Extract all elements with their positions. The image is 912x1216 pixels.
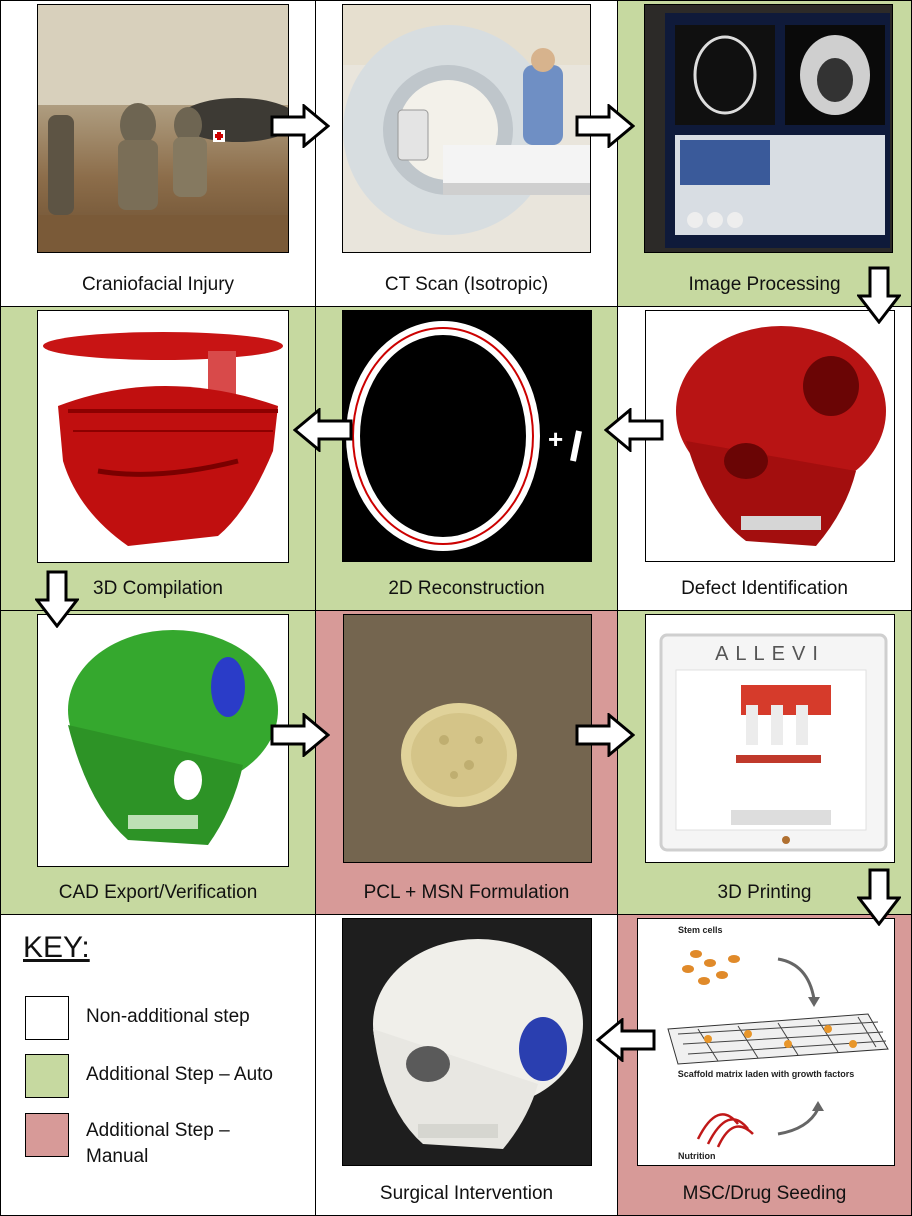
red-skull-render (645, 310, 895, 562)
skull-implant-photo (342, 918, 592, 1166)
scaffold-label: Scaffold matrix laden with growth factor… (638, 1069, 894, 1079)
arrow-left-icon (596, 1018, 656, 1062)
step-craniofacial-injury: Craniofacial Injury (0, 0, 316, 307)
arrow-right-icon (270, 104, 330, 148)
step-2d-reconstruction: + 2D Reconstruction (315, 306, 618, 611)
arrow-right-icon (575, 104, 635, 148)
ct-scanner-photo (342, 4, 591, 253)
arrow-down-icon (857, 266, 901, 324)
arrow-left-icon (293, 408, 353, 452)
bioprinter-photo: ALLEVI (645, 614, 895, 863)
arrow-right-icon (270, 713, 330, 757)
step-ct-scan: CT Scan (Isotropic) (315, 0, 618, 307)
key-panel: KEY: Non-additional step Additional Step… (0, 914, 316, 1216)
layered-skull-render (37, 310, 289, 563)
battlefield-photo (37, 4, 289, 253)
step-cad-export: CAD Export/Verification (0, 610, 316, 915)
monitor-photo (644, 4, 893, 253)
step-label: Surgical Intervention (316, 1183, 617, 1205)
key-manual-label-1: Additional Step – (86, 1119, 230, 1143)
step-label: CAD Export/Verification (1, 882, 315, 904)
step-image-processing: Image Processing (617, 0, 912, 307)
key-non-additional-label: Non-additional step (86, 1005, 250, 1029)
swatch-non-additional (25, 996, 69, 1040)
svg-text:+: + (548, 424, 563, 454)
arrow-right-icon (575, 713, 635, 757)
ct-slice-image: + (342, 310, 592, 562)
nutrition-label: Nutrition (678, 1151, 716, 1161)
printer-brand: ALLEVI (646, 643, 894, 666)
step-label: Defect Identification (618, 578, 911, 600)
step-msc-drug-seeding: Stem cells Scaffold matrix laden with gr… (617, 914, 912, 1216)
step-surgical-intervention: Surgical Intervention (315, 914, 618, 1216)
scaffold-photo (343, 614, 592, 863)
step-label: MSC/Drug Seeding (618, 1183, 911, 1205)
swatch-manual (25, 1113, 69, 1157)
step-pcl-msn: PCL + MSN Formulation (315, 610, 618, 915)
seeding-diagram: Stem cells Scaffold matrix laden with gr… (637, 918, 895, 1166)
arrow-down-icon (857, 868, 901, 926)
key-title: KEY: (23, 931, 90, 965)
step-defect-identification: Defect Identification (617, 306, 912, 611)
step-label: CT Scan (Isotropic) (316, 274, 617, 296)
step-label: 2D Reconstruction (316, 578, 617, 600)
arrow-down-icon (35, 570, 79, 628)
key-auto-label: Additional Step – Auto (86, 1063, 273, 1087)
arrow-left-icon (604, 408, 664, 452)
green-skull-render (37, 614, 289, 867)
step-3d-compilation: 3D Compilation (0, 306, 316, 611)
swatch-auto (25, 1054, 69, 1098)
step-label: PCL + MSN Formulation (316, 882, 617, 904)
step-label: Craniofacial Injury (1, 274, 315, 296)
key-manual-label-2: Manual (86, 1145, 148, 1169)
stem-cells-label: Stem cells (678, 925, 723, 935)
